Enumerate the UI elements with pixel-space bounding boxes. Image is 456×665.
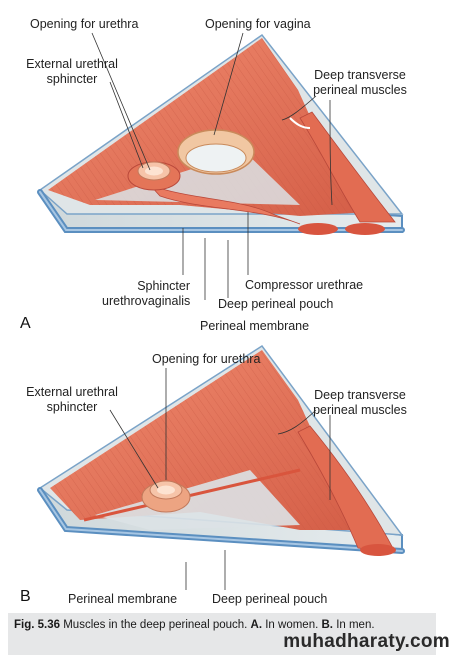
label-a-opening-vagina: Opening for vagina (205, 17, 311, 31)
figure-caption-box: Fig. 5.36 Muscles in the deep perineal p… (8, 613, 436, 655)
label-a-deep-perineal-pouch: Deep perineal pouch (218, 297, 334, 311)
label-b-deep-transverse-line1: Deep transverse (314, 388, 406, 402)
label-a-deep-transverse-line1: Deep transverse (314, 68, 406, 82)
panel-a-leader-lines (91, 32, 333, 300)
watermark-logo: muhadharaty.com (283, 631, 450, 652)
panel-b-letter: B (20, 588, 31, 605)
label-a-external-urethral-sphincter: External urethral sphincter (16, 57, 128, 87)
label-b-perineal-membrane: Perineal membrane (68, 592, 178, 606)
label-a-sphincter-urethrovaginalis: Sphincter urethrovaginalis (102, 279, 190, 309)
panel-b-red-line (83, 468, 301, 522)
panel-b-muscle-fibres (50, 350, 368, 530)
label-b-ext-sphincter-line1: External urethral (26, 385, 118, 399)
label-a-compressor-urethrae: Compressor urethrae (245, 278, 364, 292)
label-a-opening-urethra: Opening for urethra (30, 17, 139, 31)
label-b-opening-urethra: Opening for urethra (152, 352, 261, 366)
label-b-deep-perineal-pouch: Deep perineal pouch (212, 592, 328, 606)
label-a-ext-sphincter-line2: sphincter (46, 72, 98, 86)
caption-fig-label: Fig. 5.36 (14, 619, 61, 631)
panel-b-leader-lines (109, 368, 331, 590)
label-b-external-urethral-sphincter: External urethral sphincter (16, 385, 128, 415)
label-b-deep-transverse-perineal-muscles: Deep transverse perineal muscles (300, 388, 420, 418)
label-a-deep-transverse-perineal-muscles: Deep transverse perineal muscles (300, 68, 420, 98)
panel-a-illustration (37, 32, 405, 300)
panel-a-tendon (289, 117, 311, 129)
panel-b-illustration (37, 344, 405, 590)
panel-a-membrane-edge-highlight (39, 191, 403, 231)
label-a-sphincter-uv-line1: Sphincter (137, 279, 190, 293)
panel-a-vagina-ring-inner (185, 143, 247, 173)
caption-text: Muscles in the deep perineal pouch. (60, 619, 251, 631)
panel-b-membrane-edge-highlight (39, 489, 403, 552)
label-b-deep-transverse-line2: perineal muscles (313, 403, 407, 417)
label-a-sphincter-uv-line2: urethrovaginalis (102, 294, 191, 308)
caption-b-text: In men. (333, 619, 375, 631)
caption-a-label: A. (250, 619, 263, 631)
figure-caption: Fig. 5.36 Muscles in the deep perineal p… (14, 618, 434, 633)
panel-a-cut-end-2 (345, 223, 385, 235)
label-a-perineal-membrane: Perineal membrane (200, 319, 310, 333)
label-a-ext-sphincter-line1: External urethral (26, 57, 118, 71)
panel-a-membrane-window (95, 152, 300, 205)
panel-a-cut-end-1 (298, 223, 338, 235)
label-a-deep-transverse-line2: perineal muscles (313, 83, 407, 97)
panel-b-membrane-window (95, 470, 300, 530)
panel-a-urethra-opening (145, 166, 163, 176)
caption-a-text: In women. (262, 619, 322, 631)
caption-b-label: B. (321, 619, 334, 631)
panel-a-letter: A (20, 315, 31, 332)
panel-b-cut-end (360, 544, 396, 556)
panel-a-sphincter-urethrovaginalis (149, 184, 301, 225)
panel-a-deep-transverse-band (299, 111, 396, 223)
panel-b-urethra-opening (157, 485, 175, 495)
label-b-ext-sphincter-line2: sphincter (46, 400, 98, 414)
panel-a-muscle-fibres (48, 38, 370, 216)
